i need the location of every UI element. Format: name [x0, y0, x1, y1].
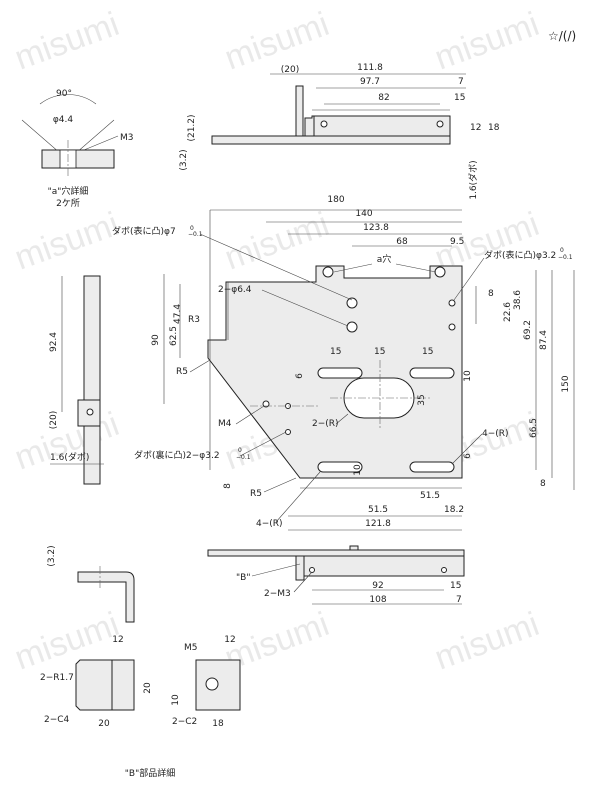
dim-10-b: 10 [353, 464, 363, 476]
dabo-front-label: ダボ(表に凸)φ7 [112, 225, 176, 237]
surface-finish-symbol: ☆/(/) [548, 29, 576, 43]
r2-label: 2−(R) [312, 419, 339, 429]
dim-68: 68 [396, 237, 408, 247]
watermark: misumi [220, 5, 334, 78]
dim-66-5: 66.5 [529, 418, 539, 438]
dim-92-4: 92.4 [49, 332, 59, 352]
dim-20: (20) [281, 65, 299, 75]
dim-20-a: 20 [143, 682, 153, 694]
c4-label: 2−C4 [44, 715, 70, 725]
dim-10-a: 10 [463, 370, 473, 382]
dim-69-2: 69.2 [523, 320, 533, 340]
dim-92: 92 [372, 581, 383, 591]
bottom-view: "B" 2−M3 92 15 108 7 [207, 545, 465, 605]
m3-label: 2−M3 [264, 589, 291, 599]
dim-15: 15 [454, 93, 465, 103]
thread-label: M3 [120, 133, 134, 143]
dim-15-bottom: 15 [450, 581, 461, 591]
dim-18: 18 [488, 123, 500, 133]
detail-b: 12 20 20 2−R1.7 2−C4 M5 12 10 2−C2 18 "B… [40, 635, 241, 779]
watermark: misumi [10, 405, 124, 478]
watermark: misumi [10, 205, 124, 278]
a-hole-label: a穴 [377, 253, 392, 265]
dim-9-5: 9.5 [450, 237, 464, 247]
detail-a: 90° φ4.4 M3 "a"穴詳細 2ケ所 [21, 89, 134, 209]
watermark: misumi [430, 5, 544, 78]
watermark: misumi [430, 605, 544, 678]
dim-97-7: 97.7 [360, 77, 380, 87]
dim-6-b: 6 [463, 453, 473, 459]
dabo-front2-tol0: 0 [560, 247, 564, 254]
r5b-label: R5 [250, 489, 262, 499]
dim-dabo-side: 1.6(ダボ) [50, 451, 89, 463]
side-view: 92.4 (20) 1.6(ダボ) [49, 275, 104, 485]
dim-51-5-b: 51.5 [420, 491, 440, 501]
dim-20-side: (20) [49, 411, 59, 429]
dim-3-2: (3.2) [179, 149, 189, 170]
detail-b-caption: "B"部品詳細 [125, 767, 175, 779]
dabo-front2-label: ダボ(表に凸)φ3.2 [484, 249, 556, 261]
dim-62-5: 62.5 [169, 326, 179, 346]
dim-20-b: 20 [98, 719, 110, 729]
dim-7: 7 [458, 77, 464, 87]
main-view: 180 140 123.8 68 9.5 ダボ(表に凸)φ7 0 −0.1 a穴… [112, 195, 575, 531]
dim-123-8: 123.8 [363, 223, 389, 233]
dim-18-2: 18.2 [444, 505, 464, 515]
hole-label: φ4.4 [53, 115, 74, 125]
r4-label: 4−(R) [482, 429, 509, 439]
watermark: misumi [10, 5, 124, 78]
dim-12-b: 12 [224, 635, 235, 645]
dim-140: 140 [355, 209, 372, 219]
dabo-back-tol0: 0 [238, 447, 242, 454]
r5-label: R5 [176, 367, 188, 377]
dim-10: 10 [171, 694, 181, 706]
r3-label: R3 [188, 315, 200, 325]
dim-22-6: 22.6 [503, 302, 513, 322]
angle-label: 90° [56, 89, 72, 99]
dim-12: 12 [470, 123, 481, 133]
dim-8-top: 8 [488, 289, 494, 299]
dim-3-2-small: (3.2) [47, 545, 57, 566]
dim-15-b: 15 [374, 347, 385, 357]
dabo-back-tol: −0.1 [236, 454, 251, 461]
dim-18-b: 18 [212, 719, 224, 729]
dabo-front-tol: −0.1 [188, 231, 203, 238]
dim-121-8: 121.8 [365, 519, 391, 529]
dim-15-a: 15 [330, 347, 341, 357]
dim-111-8: 111.8 [357, 63, 383, 73]
m5-label: M5 [184, 643, 198, 653]
dim-47-4: 47.4 [173, 304, 183, 324]
dim-150: 150 [561, 375, 571, 392]
dim-90: 90 [151, 334, 161, 346]
dim-15-c: 15 [422, 347, 433, 357]
dim-12-a: 12 [112, 635, 123, 645]
dim-51-5-a: 51.5 [368, 505, 388, 515]
dim-7-bottom: 7 [456, 595, 462, 605]
m4-label: M4 [218, 419, 232, 429]
r1-7-label: 2−R1.7 [40, 673, 74, 683]
dim-8-b: 8 [223, 483, 233, 489]
dabo-front-tol0: 0 [190, 225, 194, 232]
r4b-label: 4−(R) [256, 519, 283, 529]
dim-35: 35 [417, 394, 427, 405]
dim-8: 8 [540, 479, 546, 489]
detail-a-count: 2ケ所 [56, 198, 80, 209]
dim-38-6: 38.6 [513, 290, 523, 310]
dim-180: 180 [327, 195, 344, 205]
dim-6-a: 6 [295, 373, 305, 379]
dabo-back-label: ダボ(裏に凸)2−φ3.2 [134, 449, 220, 461]
dim-21-2: (21.2) [187, 114, 197, 141]
dim-82: 82 [378, 93, 389, 103]
hole-6-4-label: 2−φ6.4 [218, 285, 252, 295]
dabo-front2-tol: −0.1 [558, 254, 573, 261]
small-view: (3.2) [47, 545, 135, 623]
detail-a-caption: "a"穴詳細 [48, 185, 89, 197]
dim-87-4: 87.4 [539, 330, 549, 350]
dim-108: 108 [369, 595, 386, 605]
b-label: "B" [236, 573, 250, 583]
top-view: (20) 111.8 97.7 7 82 15 (21.2) (3.2) 12 … [179, 63, 500, 200]
c2-label: 2−C2 [172, 717, 197, 727]
dim-dabo: 1.6(ダボ) [467, 160, 479, 199]
